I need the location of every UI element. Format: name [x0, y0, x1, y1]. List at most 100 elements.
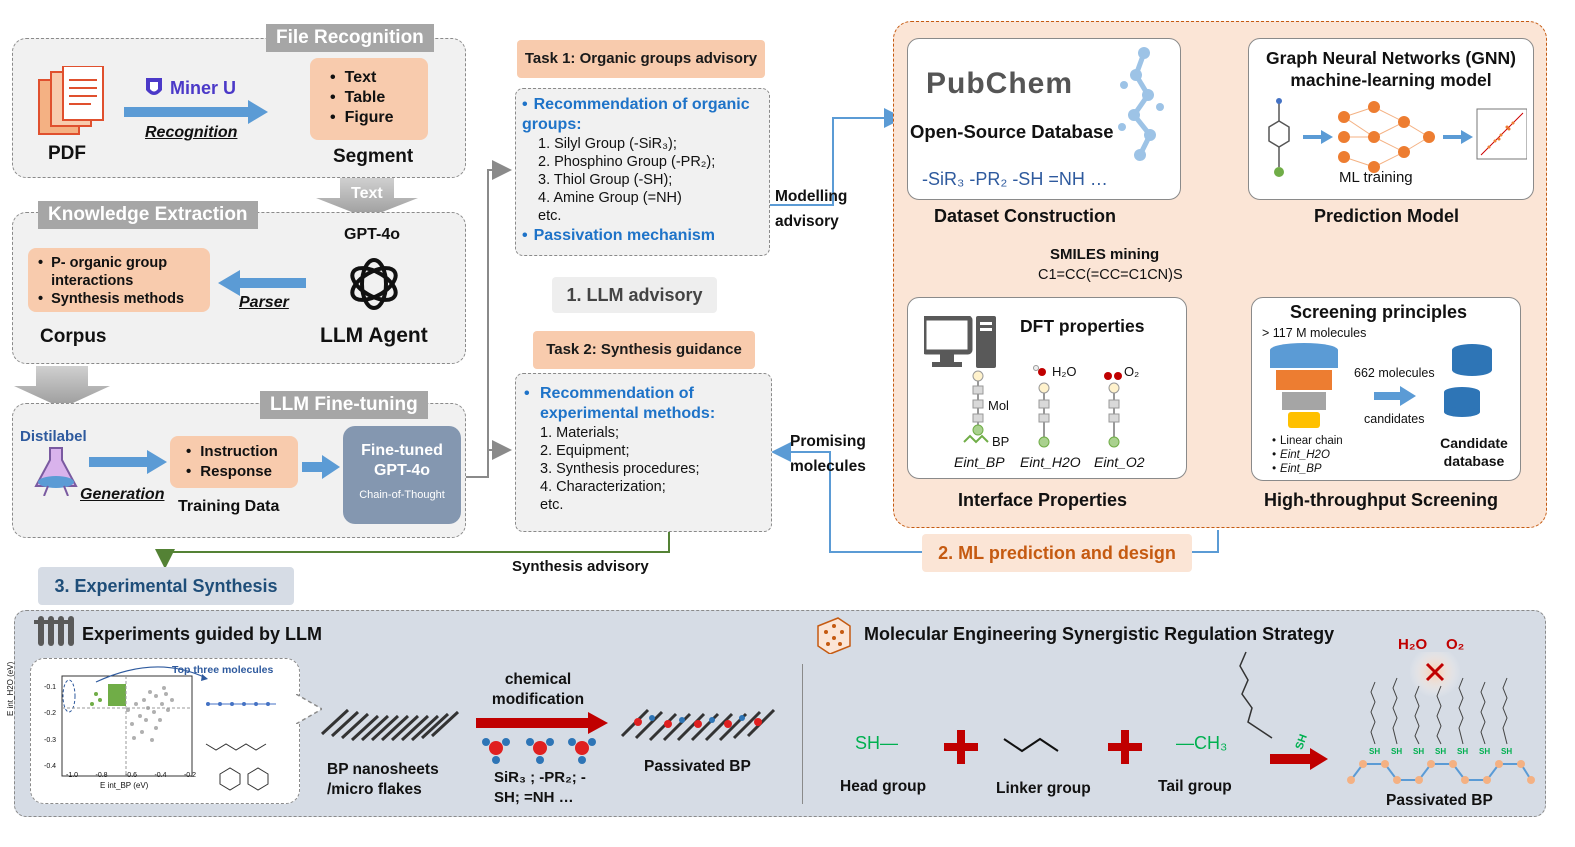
svg-text:SH: SH: [1413, 747, 1424, 756]
panel-divider: [802, 664, 803, 804]
open-source-database-title: Open-Source Database: [910, 121, 1114, 142]
candidates-word: candidates: [1364, 412, 1425, 426]
synthesis-advisory-label: Synthesis advisory: [512, 558, 649, 575]
database-icon: [1444, 344, 1492, 417]
corpus-item: Synthesis methods: [51, 291, 185, 307]
candidates-arrow: [1374, 386, 1416, 406]
gpt4o-label: GPT-4o: [344, 226, 401, 243]
candidates-count: 662 molecules: [1354, 366, 1435, 380]
segment-item: Figure: [330, 108, 428, 128]
task1-item: 3. Thiol Group (-SH);: [538, 172, 673, 188]
plot-ylabel: E int_H2O (eV): [6, 661, 15, 716]
linker-group-label: Linker group: [996, 780, 1091, 797]
guided-title: Experiments guided by LLM: [82, 624, 323, 644]
modelling-advisory-label: Modelling advisory: [775, 188, 848, 230]
task1-title: Task 1: Organic groups advisory: [517, 40, 765, 78]
gnn-title: Graph Neural Networks (GNN) machine-lear…: [1266, 48, 1516, 90]
test-tubes-icon: [34, 616, 74, 646]
fine-tuned-model-title: Fine-tuned GPT-4o: [361, 442, 443, 479]
passivated-bp-image: [620, 708, 776, 742]
segment-item: Table: [330, 88, 428, 108]
passivated-bp-label-2: Passivated BP: [1386, 792, 1493, 809]
segment-label: Segment: [333, 146, 414, 167]
molecules-count: > 117 M molecules: [1262, 326, 1367, 340]
screening-box: Screening principles > 117 M molecules 6…: [1251, 297, 1521, 481]
gnn-diagram-icon: [1268, 98, 1527, 177]
finetune-down-arrow: [14, 366, 110, 408]
file-recognition-header: File Recognition: [266, 24, 434, 52]
task1-box: •Recommendation of organic groups: 1. Si…: [515, 88, 770, 256]
ml-design-label: 2. ML prediction and design: [922, 534, 1192, 572]
task2-item: etc.: [540, 497, 564, 513]
computer-icon: [924, 316, 996, 368]
o2-label: O₂: [1124, 364, 1140, 379]
pdf-label: PDF: [48, 143, 86, 164]
pdf-document-icon: [38, 66, 104, 135]
segment-item: Text: [330, 68, 428, 88]
plot-xtick: -0.6: [124, 772, 138, 779]
training-data-box: Instruction Response: [170, 436, 298, 488]
bp-nanosheets-label: BP nanosheets /micro flakes: [327, 761, 439, 798]
task2-item: 2. Equipment;: [540, 443, 630, 459]
screening-principles-title: Screening principles: [1290, 302, 1468, 322]
llm-agent-label: LLM Agent: [320, 324, 428, 347]
corpus-item: P- organic group interactions: [51, 255, 168, 289]
parser-arrow: [218, 270, 306, 296]
svg-text:SH: SH: [1479, 747, 1490, 756]
funnel-icon: [1270, 343, 1338, 428]
criteria-item: Eint_BP: [1280, 463, 1322, 475]
chemical-modification-label: chemical modification: [491, 671, 585, 708]
recognition-arrow: [124, 100, 268, 124]
task1-item: 1. Silyl Group (-SiR₃);: [538, 136, 677, 152]
recognition-label: Recognition: [145, 124, 238, 141]
plot-xlabel: E int_BP (eV): [100, 781, 149, 790]
interface-properties-label: Interface Properties: [958, 490, 1128, 510]
molecule-3d-icon: [1118, 47, 1164, 161]
task2-item: 4. Characterization;: [540, 479, 666, 495]
bp-nanosheet-image: [320, 708, 460, 742]
dft-properties-title: DFT properties: [1020, 316, 1145, 336]
training-item: Response: [186, 462, 298, 482]
svg-text:SH: SH: [1457, 747, 1468, 756]
ml-training-label: ML training: [1339, 169, 1413, 186]
modification-arrow: [476, 712, 608, 734]
interface-molecules-diagram: [963, 365, 1122, 448]
smiles-mining-title: SMILES mining: [1050, 246, 1160, 263]
dataset-construction-label: Dataset Construction: [934, 206, 1117, 226]
task2-box: •Recommendation of experimental methods:…: [515, 373, 772, 532]
training-data-label: Training Data: [178, 498, 280, 515]
text-arrow-label: Text: [351, 185, 383, 202]
plot-ytick: -0.2: [44, 710, 57, 718]
strategy-title: Molecular Engineering Synergistic Regula…: [864, 624, 1335, 644]
criteria-item: Linear chain: [1280, 435, 1343, 447]
thiol-chain-icon: [1239, 651, 1273, 739]
training-item: Instruction: [186, 442, 298, 462]
task2-heading: Recommendation of experimental methods:: [540, 385, 716, 422]
generation-label: Generation: [80, 486, 165, 503]
plot-xtick: -0.4: [154, 772, 167, 779]
plus-icon: [1108, 730, 1142, 764]
experimental-synthesis-label: 3. Experimental Synthesis: [38, 567, 294, 605]
e-int-o2-label: Eint_O2: [1094, 454, 1145, 470]
plot-ytick: -0.3: [44, 736, 57, 744]
mol-label: Mol: [988, 398, 1009, 413]
head-symbol: SH—: [855, 733, 899, 753]
bp-label: BP: [992, 434, 1010, 449]
plot-xtick: -0.8: [95, 772, 108, 779]
fine-tuning-header: LLM Fine-tuning: [260, 391, 428, 419]
dft-box: DFT properties Mol BP H₂O O₂ Eint_BP Ein…: [907, 297, 1187, 479]
scatter-plot: [61, 666, 276, 791]
criteria-item: Eint_H2O: [1280, 449, 1330, 461]
svg-text:SH: SH: [1391, 747, 1402, 756]
knowledge-extraction-header: Knowledge Extraction: [38, 201, 258, 229]
tail-symbol: —CH₃: [1176, 733, 1228, 753]
parser-label: Parser: [239, 294, 289, 311]
prediction-model-label: Prediction Model: [1314, 206, 1460, 226]
distilabel-label: Distilabel: [20, 428, 87, 445]
task1-heading: Recommendation of organic groups:: [522, 96, 750, 133]
text-down-arrow: [316, 178, 418, 218]
mineru-logo-icon: [146, 78, 162, 95]
task1-item: etc.: [538, 208, 562, 224]
llm-advisory-label: 1. LLM advisory: [552, 277, 717, 313]
database-box: PubChem Open-Source Database -SiR₃ -PR₂ …: [907, 38, 1181, 200]
